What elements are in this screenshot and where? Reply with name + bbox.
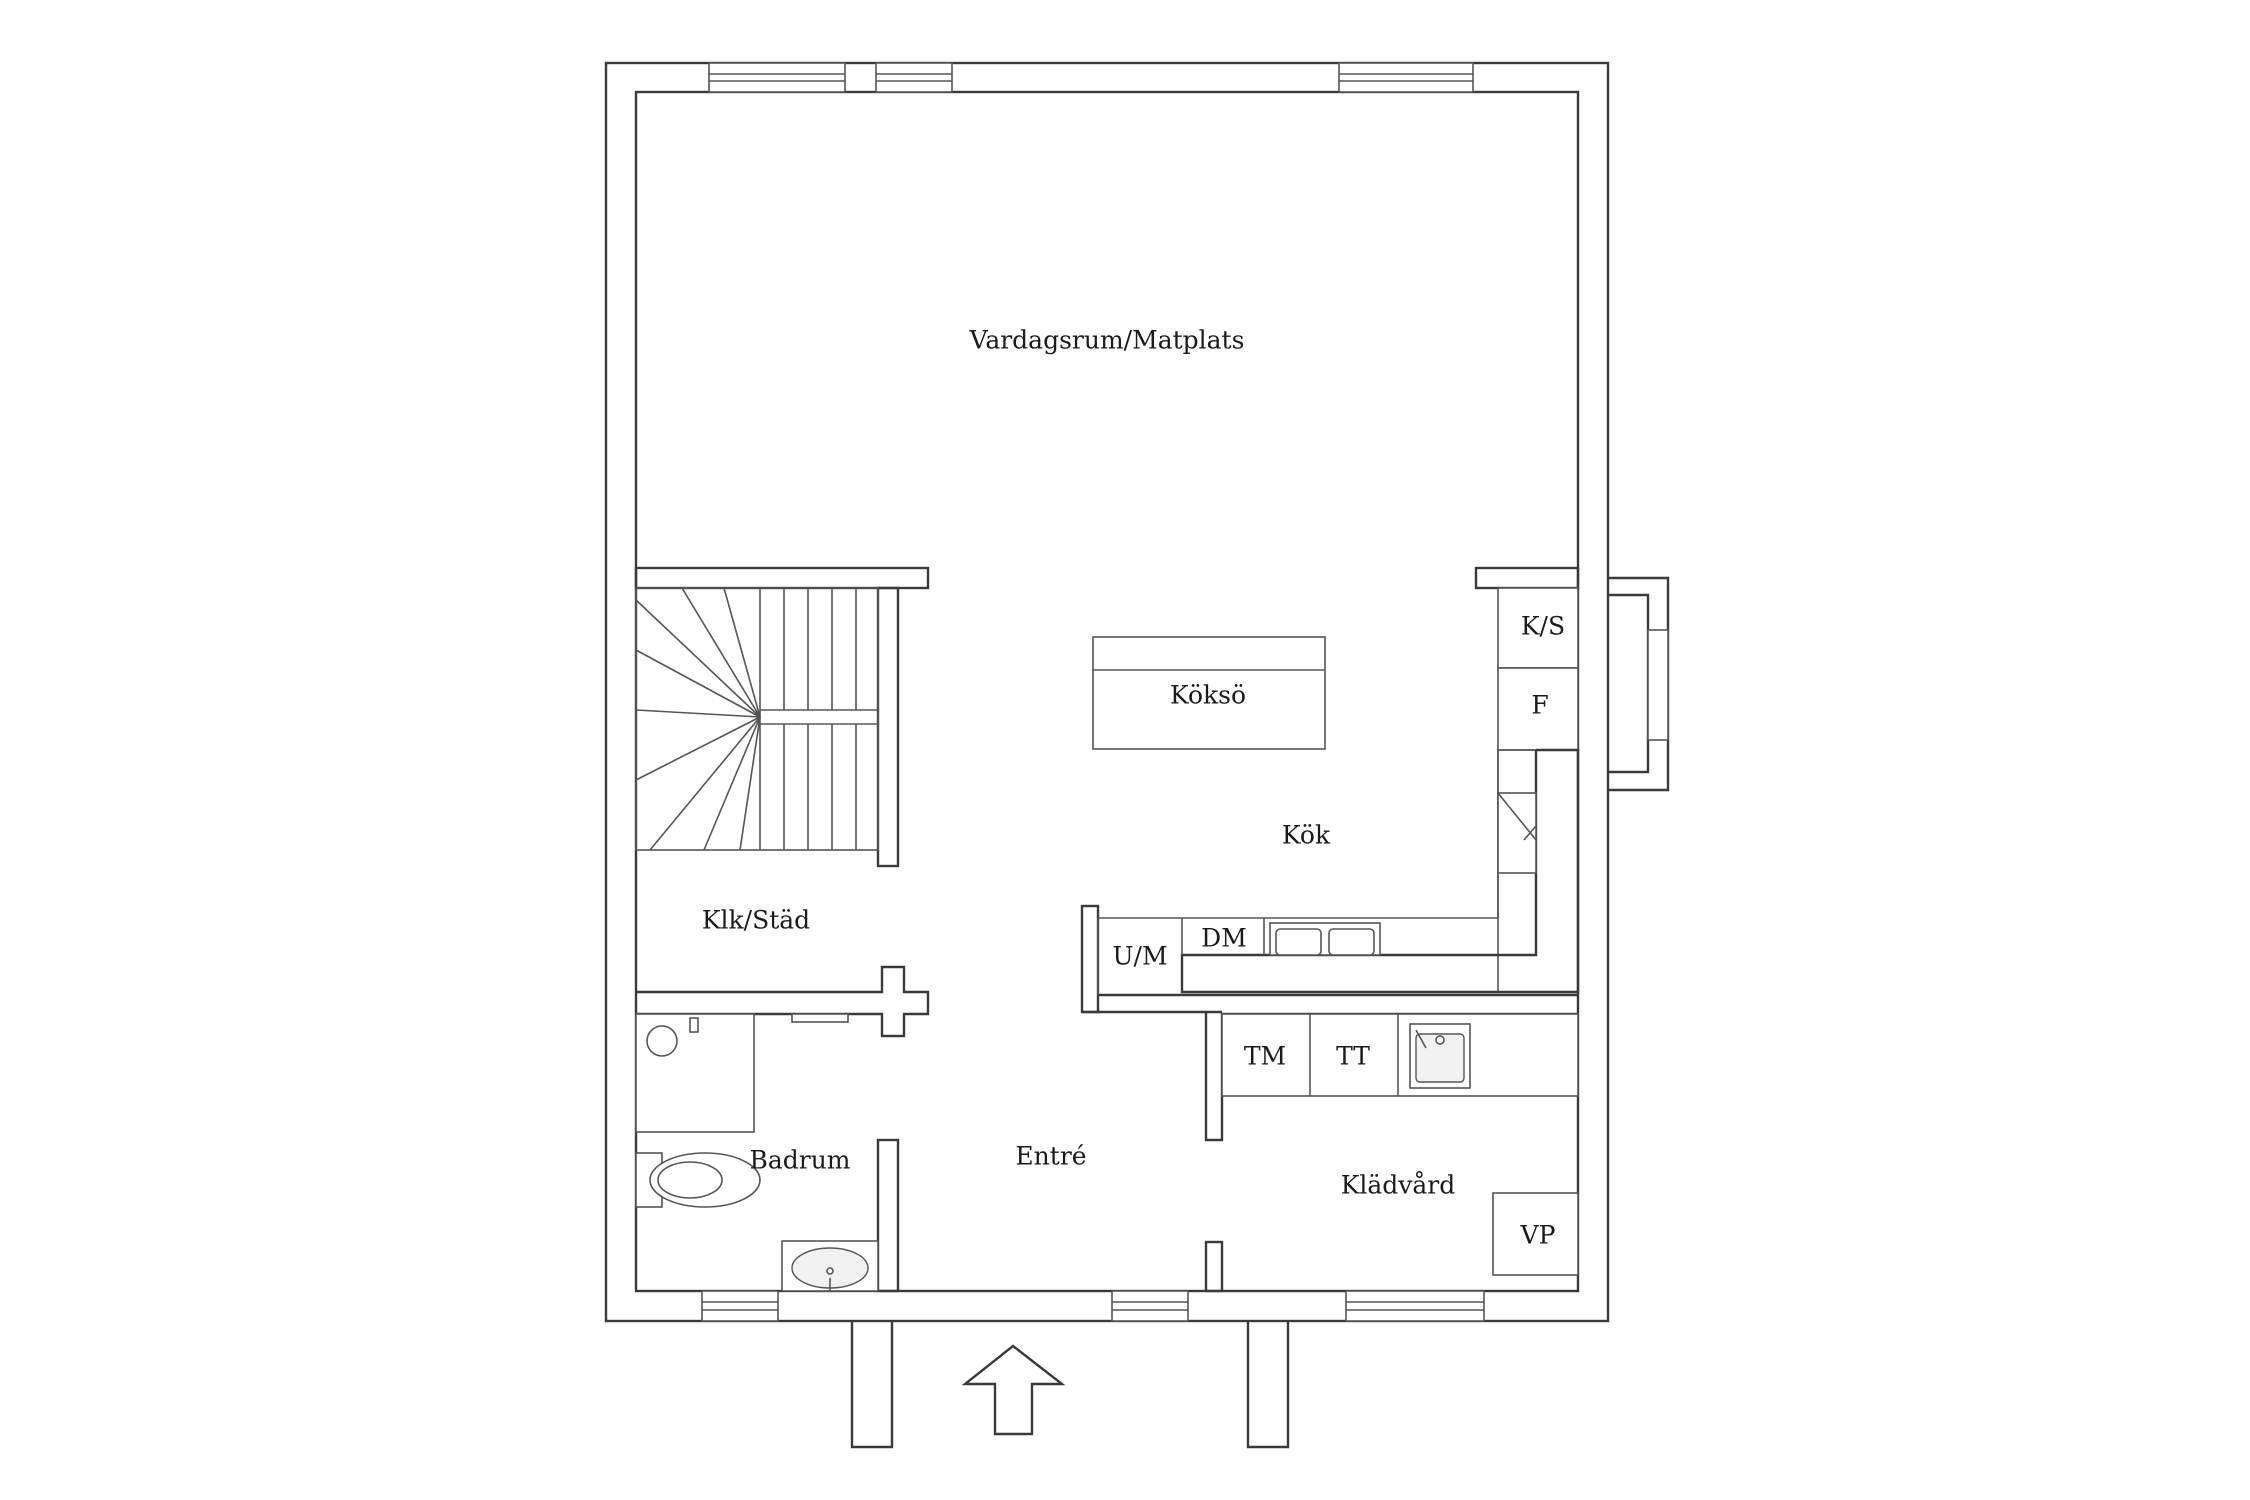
room-label-kitchen-island: Köksö <box>1170 681 1246 710</box>
entrance-arrow-icon <box>961 1344 1066 1436</box>
laundry-counter <box>1221 1013 1579 1276</box>
appliance-label-freezer: F <box>1531 691 1548 720</box>
entrance-porch <box>850 1321 1290 1449</box>
room-label-living-dining: Vardagsrum/Matplats <box>969 326 1245 355</box>
sink-icon <box>781 1240 879 1292</box>
appliance-label-oven-microwave: U/M <box>1112 942 1167 971</box>
window-icon <box>708 62 846 93</box>
window-icon <box>701 1290 779 1322</box>
appliance-label-water-heater: VP <box>1520 1221 1556 1250</box>
laundry-sink-icon <box>1409 1023 1471 1089</box>
kitchen-island <box>1092 636 1326 750</box>
window-icon <box>1111 1290 1189 1322</box>
room-label-laundry: Klädvård <box>1341 1171 1456 1200</box>
appliance-label-dryer: TT <box>1336 1042 1370 1071</box>
window-icon <box>1338 62 1474 93</box>
stair-icon <box>635 587 879 851</box>
shower-icon <box>635 1013 755 1133</box>
appliance-label-fridge-freezer: K/S <box>1521 612 1565 641</box>
windows <box>701 62 1485 1322</box>
double-sink-icon <box>1269 922 1381 956</box>
appliance-label-washing-machine: TM <box>1244 1042 1286 1071</box>
room-label-kitchen: Kök <box>1282 821 1331 850</box>
window-icon <box>875 62 953 93</box>
window-icon <box>1345 1290 1485 1322</box>
bathroom-fixtures <box>635 1013 879 1292</box>
toilet-icon <box>635 1152 761 1208</box>
appliance-label-dishwasher: DM <box>1201 924 1247 953</box>
kitchen-counter-bottom <box>1097 918 1381 995</box>
bay-window <box>1608 576 1670 792</box>
room-label-bathroom: Badrum <box>749 1146 850 1175</box>
room-label-entrance: Entré <box>1015 1142 1086 1171</box>
room-label-closet-cleaning: Klk/Städ <box>702 906 810 935</box>
